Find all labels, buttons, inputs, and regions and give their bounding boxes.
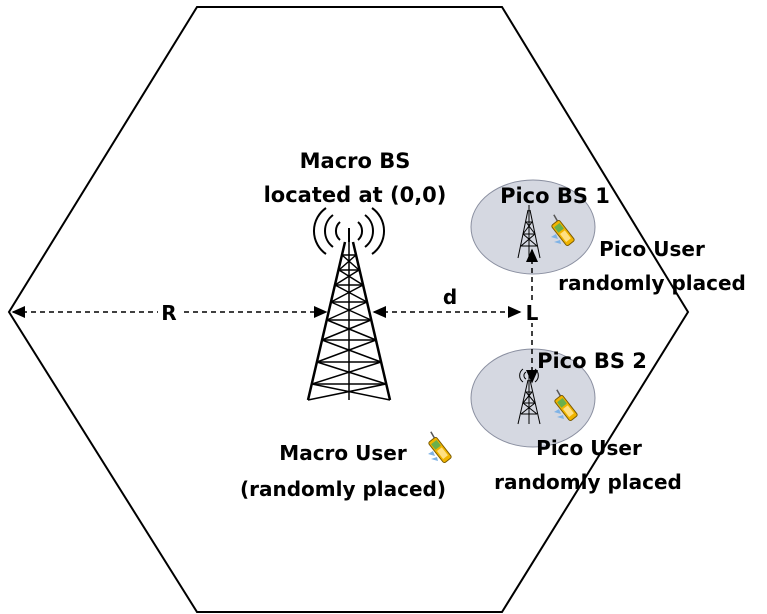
distance-label: d bbox=[443, 285, 457, 309]
macro-user-label: Macro User bbox=[279, 441, 407, 465]
pico-2-tower-icon bbox=[517, 375, 541, 425]
pico-2-user-placement: randomly placed bbox=[494, 470, 682, 494]
pico-2-title: Pico BS 2 bbox=[537, 349, 647, 373]
macro-bs-location: located at (0,0) bbox=[264, 183, 447, 207]
pico-2-signal-waves-icon bbox=[519, 368, 539, 383]
macro-bs-title: Macro BS bbox=[300, 149, 411, 173]
pico-1-user-label: Pico User bbox=[599, 237, 705, 261]
pico-1-title: Pico BS 1 bbox=[500, 184, 610, 208]
pico-1-tower-icon bbox=[517, 205, 541, 259]
macro-signal-waves-icon bbox=[313, 207, 385, 255]
macro-tower-icon bbox=[306, 228, 392, 401]
pico-1-user-placement: randomly placed bbox=[558, 271, 746, 295]
offset-label: L bbox=[526, 301, 539, 325]
macro-user-placement: (randomly placed) bbox=[240, 477, 446, 501]
pico-2-user-label: Pico User bbox=[536, 436, 642, 460]
macro-user-phone-icon bbox=[422, 430, 453, 465]
radius-label: R bbox=[161, 301, 176, 325]
macro-cell-hexagon bbox=[7, 6, 690, 613]
